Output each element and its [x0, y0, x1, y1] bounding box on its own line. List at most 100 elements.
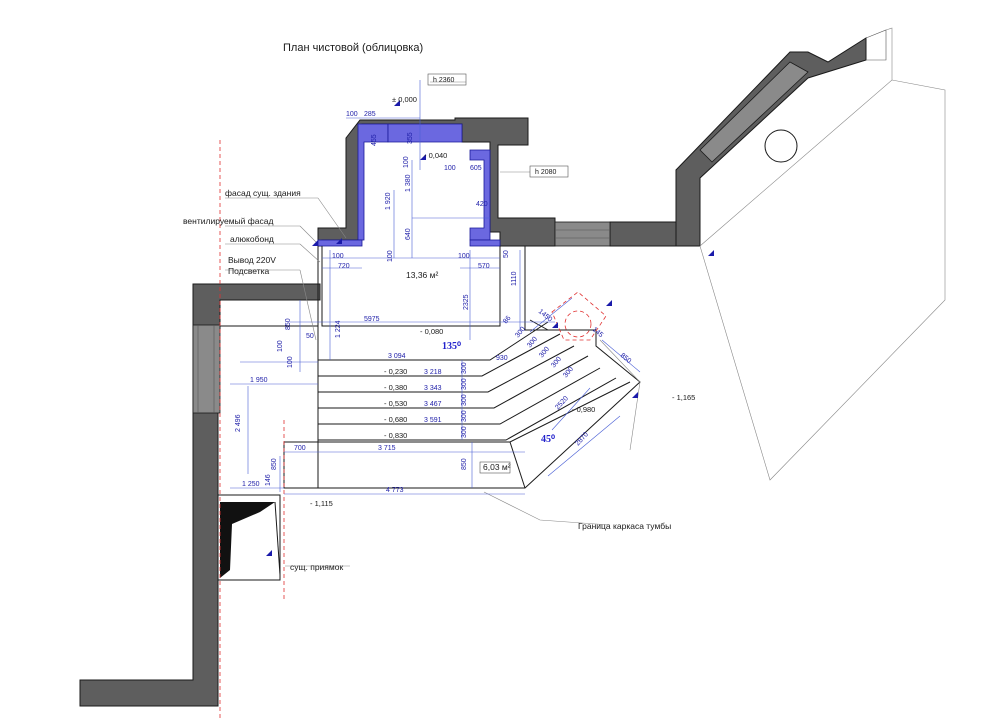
- dim-label: 1 250: [242, 481, 260, 488]
- dim-label: 3 467: [424, 401, 442, 408]
- level-pin-facade: [312, 240, 318, 246]
- plan-title: План чистовой (облицовка): [283, 42, 423, 54]
- dim-2520: [551, 387, 591, 431]
- level-markers: [266, 100, 714, 556]
- level-1115: - 1,115: [310, 499, 333, 508]
- dim-label: 145: [591, 326, 605, 339]
- dim-label: 605: [470, 165, 482, 172]
- level-080: - 0,080: [420, 327, 443, 336]
- level-230: - 0,230: [384, 367, 407, 376]
- dim-label: 720: [338, 263, 350, 270]
- dim-label: 455: [371, 134, 378, 146]
- dim-label: 100: [332, 253, 344, 260]
- level-040: - 0,040: [424, 151, 447, 160]
- dim-label: 3 094: [388, 353, 406, 360]
- dim-850-right: [601, 339, 641, 373]
- dim-label: 5975: [364, 316, 380, 323]
- dim-label: 420: [476, 201, 488, 208]
- dim-label: 1 920: [385, 192, 392, 210]
- level-pin-right: [708, 250, 714, 256]
- dim-1450: [529, 297, 573, 333]
- dim-label: 100: [458, 253, 470, 260]
- note-leaders: [225, 81, 530, 567]
- step-3: [318, 345, 575, 393]
- dim-label: 300: [562, 366, 575, 380]
- dim-label: 86: [502, 315, 512, 326]
- step-corner: [509, 441, 526, 489]
- dim-label: 3 715: [378, 445, 396, 452]
- note-pit: сущ. приямок: [290, 562, 343, 572]
- dim-label: 300: [526, 336, 539, 350]
- dim-label: 850: [461, 458, 468, 470]
- note-facade-existing: фасад сущ. здания: [225, 188, 301, 198]
- step-6: [318, 377, 617, 441]
- planter-circle: [564, 310, 592, 338]
- level-680: - 0,680: [384, 415, 407, 424]
- level-1165: - 1,165: [672, 393, 695, 402]
- dim-label: 300: [461, 378, 468, 390]
- level-380: - 0,380: [384, 383, 407, 392]
- dim-label: 570: [478, 263, 490, 270]
- diagonal-building-edge: [865, 29, 887, 61]
- note-backlight: Подсветка: [228, 266, 270, 276]
- dim-label: 1 224: [335, 320, 342, 338]
- upper-platform-outline: [321, 246, 501, 327]
- note-cabinet-border: Граница каркаса тумбы: [578, 521, 671, 531]
- left-building-wall: [79, 283, 321, 707]
- leader-light-2: [299, 269, 317, 341]
- level-980: - 0,980: [572, 405, 595, 414]
- level-pin-pit: [266, 550, 272, 556]
- dimension-labels: 100 285 455 355 100 605 1 920 1 380 100 …: [235, 111, 632, 494]
- dim-label: 700: [294, 445, 306, 452]
- dim-label: 100: [403, 156, 410, 168]
- level-pin-step: [552, 322, 558, 328]
- dim-label: 100: [277, 340, 284, 352]
- dim-label: 300: [461, 394, 468, 406]
- diagonal-building-wall: [675, 37, 867, 247]
- dim-label: 146: [265, 474, 272, 486]
- angle-135: 135⁰: [442, 341, 461, 352]
- pit-edge: [274, 501, 281, 576]
- dim-label: 355: [407, 132, 414, 144]
- dim-label: 2 496: [235, 414, 242, 432]
- dim-label: 50: [306, 333, 314, 340]
- leader-alu-2: [299, 243, 321, 263]
- height-label-1: h 2360: [433, 77, 455, 84]
- dim-label: 2325: [463, 294, 470, 310]
- note-ventilated-facade: вентилируемый фасад: [183, 216, 273, 226]
- step-1: [318, 321, 549, 361]
- dim-label: 850: [271, 458, 278, 470]
- dim-label: 100: [287, 356, 294, 368]
- cladding-right: [469, 149, 491, 241]
- terrace-boundary: [699, 79, 946, 481]
- pit-fill: [220, 502, 275, 578]
- window-left: [192, 324, 221, 414]
- dim-label: 100: [346, 111, 358, 118]
- angle-45: 45⁰: [541, 434, 555, 445]
- dim-label: 850: [619, 352, 633, 365]
- planter-outline: [551, 291, 607, 341]
- dim-label: 4 773: [386, 487, 404, 494]
- dim-label: 930: [496, 355, 508, 362]
- height-box-2: [529, 165, 569, 178]
- step-4: [318, 355, 589, 409]
- level-pin-planter: [606, 300, 612, 306]
- dim-label: 850: [285, 318, 292, 330]
- dim-label: 3 343: [424, 385, 442, 392]
- height-label-2: h 2080: [535, 169, 557, 176]
- dim-label: 100: [387, 250, 394, 262]
- dim-label: 300: [461, 410, 468, 422]
- area-lower: 6,03 м²: [483, 462, 511, 472]
- level-830: - 0,830: [384, 431, 407, 440]
- leader-vent-2: [299, 225, 319, 245]
- dim-label: 100: [444, 165, 456, 172]
- dim-label: 50: [503, 250, 510, 258]
- note-alucobond: алюкобонд: [230, 234, 274, 244]
- area-lower-box: [479, 461, 511, 474]
- level-530: - 0,530: [384, 399, 407, 408]
- dim-label: 1 380: [405, 174, 412, 192]
- pit-outline: [217, 494, 281, 581]
- cabinet-guide: [599, 339, 641, 451]
- glass-door: [554, 221, 611, 247]
